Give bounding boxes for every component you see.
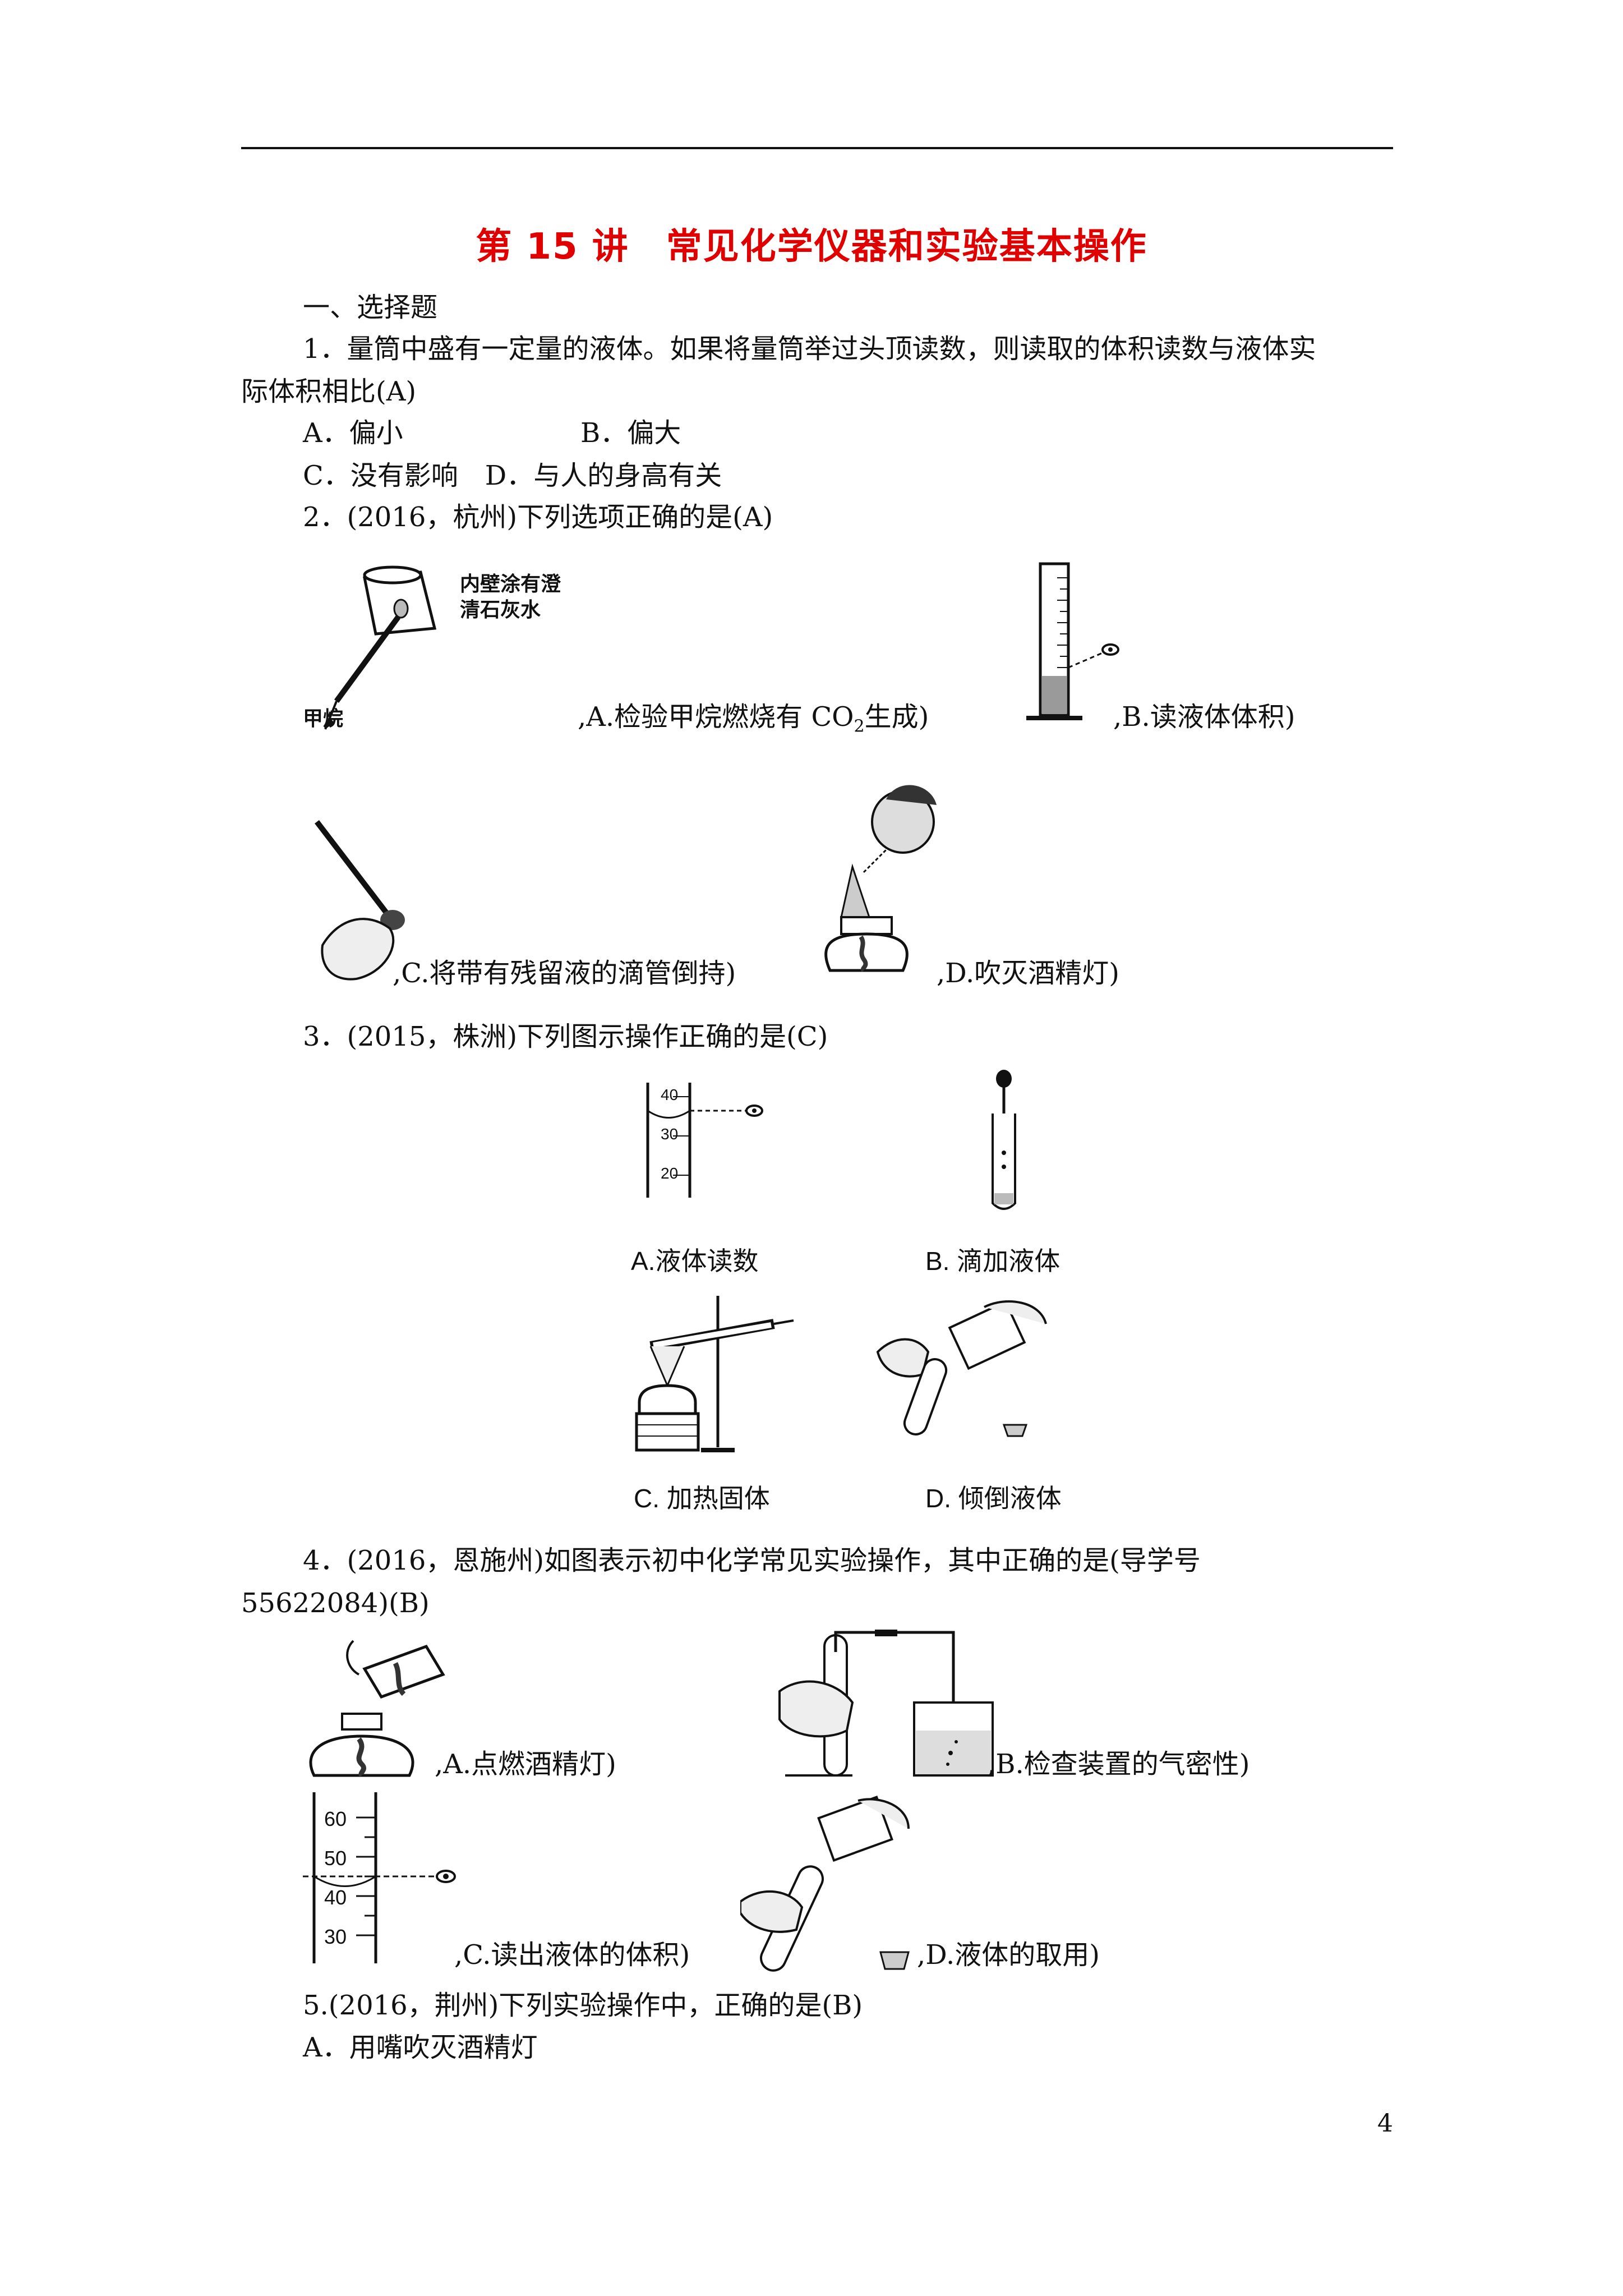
q2-caption-a: ,A.检验甲烷燃烧有 CO2生成) — [578, 701, 929, 737]
q2-figure-d-blow — [808, 777, 953, 979]
q3-tick-40: 40 — [661, 1086, 679, 1103]
q3-tick-30: 30 — [661, 1125, 679, 1143]
q5-option-a: A．用嘴吹灭酒精灯 — [303, 2032, 538, 2063]
q4-tick-40: 40 — [324, 1886, 347, 1909]
q4-caption-a: ,A.点燃酒精灯) — [435, 1749, 616, 1780]
q5-stem: 5.(2016，荆州)下列实验操作中，正确的是(B) — [303, 1990, 863, 2021]
q3-figure-b-dropping — [976, 1069, 1032, 1214]
q4-line2: 55622084)(B) — [241, 1588, 430, 1619]
q4-tick-60: 60 — [324, 1807, 347, 1830]
q4-tick-50: 50 — [324, 1847, 347, 1870]
q4-caption-d: ,D.液体的取用) — [917, 1939, 1100, 1971]
q3-figure-d-pouring — [872, 1296, 1057, 1442]
q3-caption-c: C. 加热固体 — [634, 1484, 770, 1513]
q1-option-b: B．偏大 — [580, 417, 681, 449]
q4-caption-c: ,C.读出液体的体积) — [454, 1939, 690, 1971]
q2-figure-a — [314, 561, 443, 735]
q3-caption-d: D. 倾倒液体 — [925, 1484, 1062, 1513]
page-title: 第 15 讲 常见化学仪器和实验基本操作 — [476, 226, 1147, 268]
q2-figa-label-limewater: 清石灰水 — [460, 599, 541, 622]
q4-caption-b: ,B.检查装置的气密性) — [987, 1749, 1250, 1780]
q4-line1: 4．(2016，恩施州)如图表示初中化学常见实验操作，其中正确的是(导学号 — [303, 1545, 1201, 1576]
q4-figure-d-taking — [740, 1795, 920, 1980]
q3-tick-20: 20 — [661, 1165, 679, 1182]
q2-figa-label-wall: 内壁涂有澄 — [460, 573, 561, 596]
header-rule — [241, 147, 1393, 149]
q3-figure-a-reading — [639, 1080, 774, 1203]
q2-figure-c-dropper — [306, 816, 418, 984]
q3-caption-b: B. 滴加液体 — [925, 1246, 1061, 1276]
q4-tick-30: 30 — [324, 1925, 347, 1948]
q2-caption-d: ,D.吹灭酒精灯) — [937, 958, 1120, 989]
q1-option-a: A．偏小 — [303, 417, 403, 449]
q3-figure-c-heating — [628, 1290, 802, 1458]
q2-stem: 2．(2016，杭州)下列选项正确的是(A) — [303, 501, 773, 533]
q2-caption-b: ,B.读液体体积) — [1113, 701, 1295, 733]
q3-stem: 3．(2015，株洲)下列图示操作正确的是(C) — [303, 1021, 828, 1052]
q3-caption-a: A.液体读数 — [631, 1246, 759, 1276]
q2-figa-label-methane: 甲烷 — [303, 707, 344, 730]
page-number: 4 — [1377, 2109, 1393, 2138]
q4-figure-a-lighting — [297, 1630, 449, 1781]
q4-figure-c-reading — [303, 1789, 471, 1969]
section-heading: 一、选择题 — [303, 292, 438, 323]
q1-option-cd: C．没有影响 D．与人的身高有关 — [303, 460, 722, 491]
q1-line2: 际体积相比(A) — [241, 376, 417, 407]
q1-line1: 1．量筒中盛有一定量的液体。如果将量筒举过头顶读数，则读取的体积读数与液体实 — [303, 333, 1316, 365]
q2-caption-c: ,C.将带有残留液的滴管倒持) — [393, 958, 736, 989]
q2-figure-b-cylinder — [1009, 561, 1122, 729]
q4-figure-b-airtight — [774, 1630, 998, 1781]
